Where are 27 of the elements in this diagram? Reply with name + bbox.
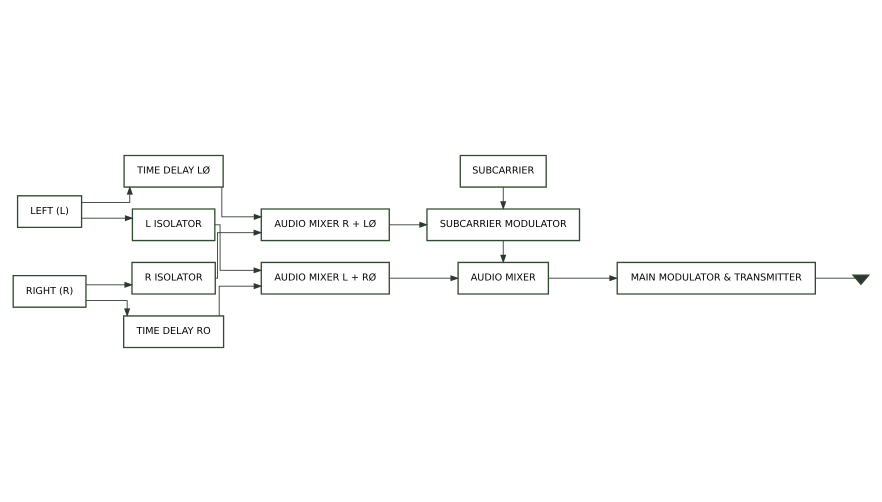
- node-box: TIME DELAY LØ: [123, 154, 224, 188]
- arrow: [86, 300, 130, 317]
- node-box: SUBCARRIER MODULATOR: [426, 208, 580, 241]
- connector: [815, 277, 856, 278]
- arrow: [214, 229, 262, 278]
- arrow: [500, 240, 506, 264]
- node-box: LEFT (L): [16, 194, 82, 228]
- arrow: [388, 274, 460, 281]
- arrow: [81, 214, 134, 221]
- arrow: [221, 186, 263, 220]
- node-box: AUDIO MIXER L + RØ: [260, 261, 390, 294]
- node-box: L ISOLATOR: [132, 208, 216, 241]
- node-box: RIGHT (R): [12, 274, 87, 308]
- arrow: [214, 224, 262, 273]
- node-box: TIME DELAY RO: [123, 314, 224, 348]
- arrow: [81, 185, 133, 202]
- arrow: [500, 186, 506, 210]
- arrow: [388, 221, 428, 228]
- node-box: AUDIO MIXER: [457, 261, 550, 294]
- arrow: [218, 282, 262, 316]
- arrow: [548, 274, 618, 281]
- node-box: SUBCARRIER: [460, 154, 547, 188]
- node-box: MAIN MODULATOR & TRANSMITTER: [616, 261, 816, 294]
- node-box: AUDIO MIXER R + LØ: [260, 208, 390, 241]
- node-box: R ISOLATOR: [131, 261, 216, 294]
- arrow: [86, 281, 134, 288]
- node-antenna: [852, 274, 870, 285]
